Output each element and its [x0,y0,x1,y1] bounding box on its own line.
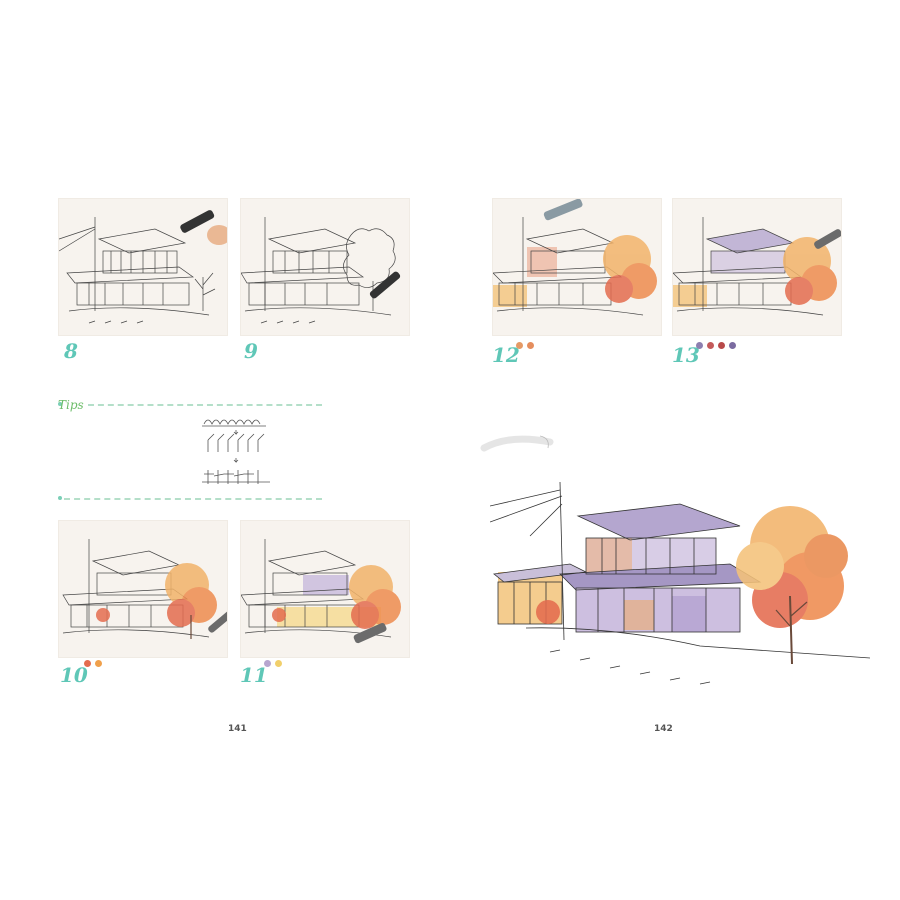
step-number-8: 8 [64,339,78,363]
step-13-swatch-1 [696,342,703,349]
step-13-swatches [696,342,736,350]
sketch-house-pen [59,210,227,324]
tips-bottom-divider [64,498,322,500]
left-page: 8 9 Tips [58,198,410,734]
step-11-swatch-1 [264,660,271,667]
tips-stroke-diagram [202,419,270,484]
step-13-swatch-3 [718,342,725,349]
step-number-10: 10 [60,663,88,687]
step-13-illustration [672,198,842,336]
tips-box: Tips [58,398,322,502]
page-number-left: 141 [228,724,247,734]
completed-house-painting [489,481,871,706]
step-11-swatch-2 [275,660,282,667]
step-10-swatch-2 [95,660,102,667]
colored-house-purple-roof [673,217,841,316]
step-12-swatches [516,342,534,350]
page-number-right: 142 [654,724,673,734]
step-13-swatch-4 [729,342,736,349]
step-10-illustration [58,520,228,658]
step-number-9: 9 [244,339,258,363]
house-with-orange-tree [62,539,227,639]
step-12-swatch-1 [516,342,523,349]
step-number-12: 12 [492,343,520,367]
tips-top-divider [88,404,322,406]
tips-title: Tips [58,398,84,412]
colored-house-orange-roof [493,199,657,316]
step-13-swatch-2 [707,342,714,349]
step-8-illustration [58,198,228,336]
step-10-swatches [84,660,102,668]
right-page: 12 13 [450,0,900,900]
tips-dot-left-bottom [58,496,62,500]
house-with-wall-color [241,539,401,644]
step-number-13: 13 [672,343,700,367]
step-10-swatch-1 [84,660,91,667]
step-number-11: 11 [240,663,268,687]
step-12-illustration [492,198,662,336]
completed-label-brushstroke [480,435,554,452]
final-illustration [489,476,871,706]
tips-dot-left-top [58,402,62,406]
step-12-swatch-2 [527,342,534,349]
step-11-swatches [264,660,282,668]
step-9-illustration [240,198,410,336]
step-11-illustration [240,520,410,658]
sketch-house-with-tree [241,217,401,324]
